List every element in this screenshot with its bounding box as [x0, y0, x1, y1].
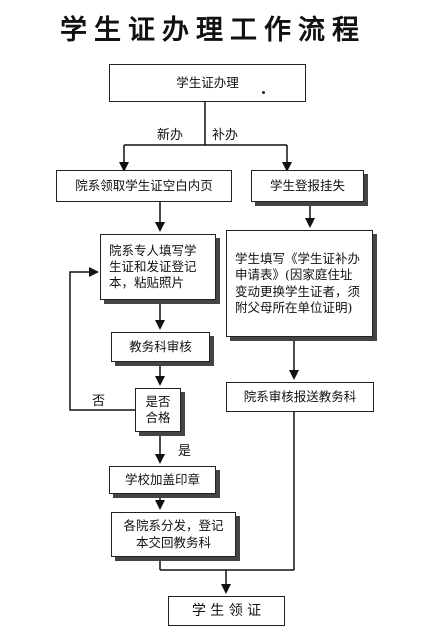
- label-no: 否: [92, 394, 106, 409]
- reissue-step-1: 学生登报挂失: [251, 170, 364, 202]
- decision-label: 是否合格: [145, 393, 171, 425]
- reissue-step-3: 院系审核报送教务科: [226, 382, 374, 412]
- reissue-step-2: 学生填写《学生证补办申请表》(因家庭住址变动更换学生证者，须附父母所在单位证明): [226, 230, 373, 337]
- end-node: 学 生 领 证: [168, 596, 285, 626]
- new-step-1: 院系领取学生证空白内页: [56, 170, 232, 202]
- page-title: 学生证办理工作流程: [60, 15, 366, 46]
- label-yes: 是: [178, 444, 192, 459]
- new-step-3: 教务科审核: [111, 332, 210, 362]
- decision-node: 是否合格: [135, 388, 181, 432]
- new-step-2: 院系专人填写学生证和发证登记本，粘贴照片: [100, 234, 216, 300]
- new-step-5: 各院系分发，登记本交回教务科: [111, 512, 236, 557]
- new-step-4: 学校加盖印章: [109, 466, 216, 494]
- label-new: 新办: [157, 128, 184, 143]
- new-step-5-label: 各院系分发，登记本交回教务科: [123, 518, 224, 550]
- start-node: 学生证办理: [109, 64, 306, 102]
- edge-no-loop: [69, 267, 135, 411]
- label-reissue: 补办: [212, 128, 239, 143]
- speck-mark: [262, 91, 265, 94]
